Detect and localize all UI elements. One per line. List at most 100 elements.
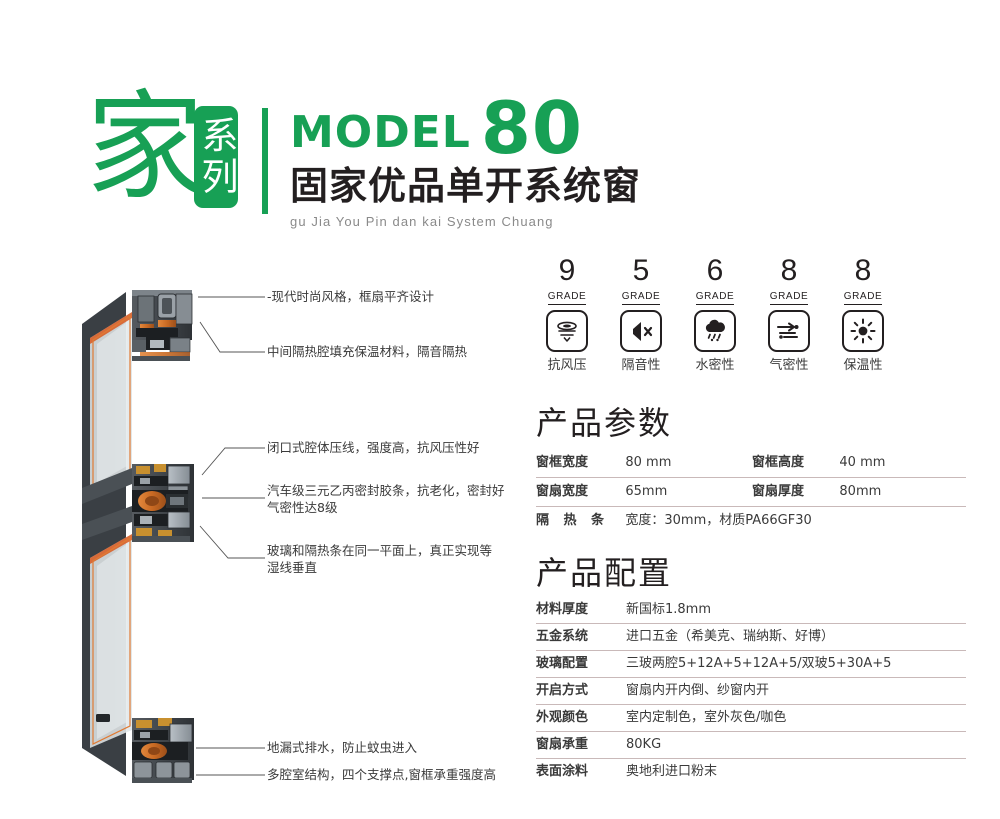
grade-number: 5 <box>632 254 650 287</box>
grade-wind-pressure: 9 GRADE 抗风压 <box>536 254 598 373</box>
table-row: 窗扇宽度 65mm 窗扇厚度 80mm <box>536 477 966 507</box>
table-row: 窗框宽度 80 mm 窗框高度 40 mm <box>536 449 966 478</box>
grade-label: 保温性 <box>843 358 883 373</box>
callout-closed-cavity: 闭口式腔体压线，强度高，抗风压性好 <box>267 440 480 455</box>
model-line: MODEL 80 <box>290 86 810 170</box>
product-title-pinyin: gu Jia You Pin dan kai System Chuang <box>290 214 554 229</box>
param-key: 窗扇厚度 <box>751 477 830 507</box>
thermal-insulation-icon-box <box>842 310 884 352</box>
grade-word: GRADE <box>769 291 809 305</box>
configuration-heading: 产品配置 <box>536 554 673 592</box>
mid-rail-upper-slab <box>82 468 132 504</box>
param-value: 宽度：30mm，材质PA66GF30 <box>625 513 812 528</box>
wind-pressure-icon-box <box>546 310 588 352</box>
param-value: 40 mm <box>829 449 966 478</box>
product-parameters-section: 产品参数 窗框宽度 80 mm 窗框高度 40 mm 窗扇宽度 65mm 窗扇厚… <box>536 403 966 535</box>
wind-pressure-icon <box>557 321 577 342</box>
parameters-heading: 产品参数 <box>536 404 673 442</box>
param-key: 窗框宽度 <box>536 449 616 478</box>
config-key: 开启方式 <box>536 677 614 705</box>
grade-word: GRADE <box>695 291 735 305</box>
logo-divider <box>262 108 268 214</box>
grade-word: GRADE <box>843 291 883 305</box>
configuration-table: 材料厚度 新国标1.8mm 五金系统 进口五金（希美克、瑞纳斯、好博） 玻璃配置… <box>536 597 966 785</box>
logo-series-label: 系列 <box>195 116 238 198</box>
param-key: 隔 热 条 <box>536 513 610 528</box>
config-value: 80KG <box>614 731 966 759</box>
param-key: 窗扇宽度 <box>536 477 616 507</box>
glass-upper-sheen <box>97 322 127 483</box>
config-value: 奥地利进口粉末 <box>626 764 718 779</box>
header: 家 系列 MODEL 80 固家优品单开系统窗 gu Jia You Pin d… <box>0 0 1000 250</box>
profile-detail-bottom <box>96 714 194 783</box>
table-row: 五金系统 进口五金（希美克、瑞纳斯、好博） <box>536 623 966 651</box>
config-value: 进口五金（希美克、瑞纳斯、好博） <box>614 623 966 651</box>
grade-number: 6 <box>706 254 724 287</box>
right-panel: 9 GRADE 抗风压 5 GRADE 隔音性 <box>536 255 966 785</box>
config-key: 玻璃配置 <box>536 650 614 678</box>
glass-lower-sheen <box>97 544 127 739</box>
air-tightness-icon <box>777 322 799 339</box>
grade-sound-insulation: 5 GRADE 隔音性 <box>610 254 672 373</box>
performance-grades: 9 GRADE 抗风压 5 GRADE 隔音性 <box>536 254 966 373</box>
config-key: 外观颜色 <box>536 704 614 732</box>
sound-insulation-icon <box>633 322 653 341</box>
sound-insulation-icon-box <box>620 310 662 352</box>
grade-label: 气密性 <box>769 358 809 373</box>
title-block: MODEL 80 固家优品单开系统窗 gu Jia You Pin dan ka… <box>290 86 810 229</box>
product-configuration-section: 产品配置 材料厚度 新国标1.8mm 五金系统 进口五金（希美克、瑞纳斯、好博）… <box>536 553 966 785</box>
grade-label: 隔音性 <box>621 358 661 373</box>
grade-air-tightness: 8 GRADE 气密性 <box>758 254 820 373</box>
grade-water-tightness: 6 GRADE 水密性 <box>684 254 746 373</box>
table-row: 材料厚度 新国标1.8mm <box>536 597 966 624</box>
callout-epdm-seal: 汽车级三元乙丙密封胶条，抗老化，密封好 气密性达8级 <box>267 483 505 515</box>
brand-logo: 家 系列 <box>86 88 276 221</box>
param-value: 80 mm <box>615 449 752 478</box>
config-key: 五金系统 <box>536 623 614 651</box>
glass-lower-outline <box>92 536 131 745</box>
thermal-insulation-icon <box>850 318 876 344</box>
config-key: 表面涂料 <box>536 764 589 779</box>
grade-number: 8 <box>780 254 798 287</box>
model-number: 80 <box>480 86 584 170</box>
param-value: 65mm <box>615 477 752 507</box>
logo-series-badge: 系列 <box>194 106 238 208</box>
table-row: 外观颜色 室内定制色，室外灰色/咖色 <box>536 704 966 732</box>
window-profile-diagram: -现代时尚风格，框扇平齐设计 中间隔热腔填充保温材料，隔音隔热 闭口式腔体压线，… <box>60 270 530 810</box>
callout-drainage: 地漏式排水，防止蚊虫进入 <box>267 740 418 755</box>
param-value: 80mm <box>829 477 966 507</box>
table-row: 玻璃配置 三玻两腔5+12A+5+12A+5/双玻5+30A+5 <box>536 650 966 678</box>
water-tightness-icon-box <box>694 310 736 352</box>
grade-number: 9 <box>558 254 576 287</box>
mid-rail-lower-slab <box>82 506 132 540</box>
water-tightness-icon <box>705 319 725 342</box>
config-value: 新国标1.8mm <box>614 597 966 624</box>
grade-thermal-insulation: 8 GRADE 保温性 <box>832 254 894 373</box>
callout-multi-chamber: 多腔室结构，四个支撑点,窗框承重强度高 <box>267 767 496 782</box>
callout-insulation-cavity: 中间隔热腔填充保温材料，隔音隔热 <box>267 344 468 359</box>
config-value: 三玻两腔5+12A+5+12A+5/双玻5+30A+5 <box>614 650 966 678</box>
table-row: 表面涂料 奥地利进口粉末 <box>536 759 966 786</box>
profile-detail-middle <box>132 464 194 542</box>
parameters-table: 窗框宽度 80 mm 窗框高度 40 mm 窗扇宽度 65mm 窗扇厚度 80m… <box>536 449 966 535</box>
param-key: 窗框高度 <box>751 449 830 478</box>
product-title-cn: 固家优品单开系统窗 <box>290 164 642 208</box>
table-row: 窗扇承重 80KG <box>536 731 966 759</box>
grade-word: GRADE <box>621 291 661 305</box>
grade-number: 8 <box>854 254 872 287</box>
callout-glass-flush: 玻璃和隔热条在同一平面上，真正实现等 湿线垂直 <box>267 543 493 575</box>
config-value: 窗扇内开内倒、纱窗内开 <box>614 677 966 705</box>
config-key: 窗扇承重 <box>536 731 614 759</box>
logo-character-jia: 家 <box>86 78 205 216</box>
config-value: 室内定制色，室外灰色/咖色 <box>614 704 966 732</box>
table-row: 开启方式 窗扇内开内倒、纱窗内开 <box>536 677 966 705</box>
model-word: MODEL <box>290 107 471 158</box>
grade-label: 水密性 <box>695 358 735 373</box>
profile-detail-top <box>132 290 193 361</box>
grade-label: 抗风压 <box>547 358 587 373</box>
profile-cross-section-render <box>82 290 194 783</box>
callout-modern-style: -现代时尚风格，框扇平齐设计 <box>267 289 435 304</box>
air-tightness-icon-box <box>768 310 810 352</box>
grade-word: GRADE <box>547 291 587 305</box>
config-key: 材料厚度 <box>536 597 614 624</box>
